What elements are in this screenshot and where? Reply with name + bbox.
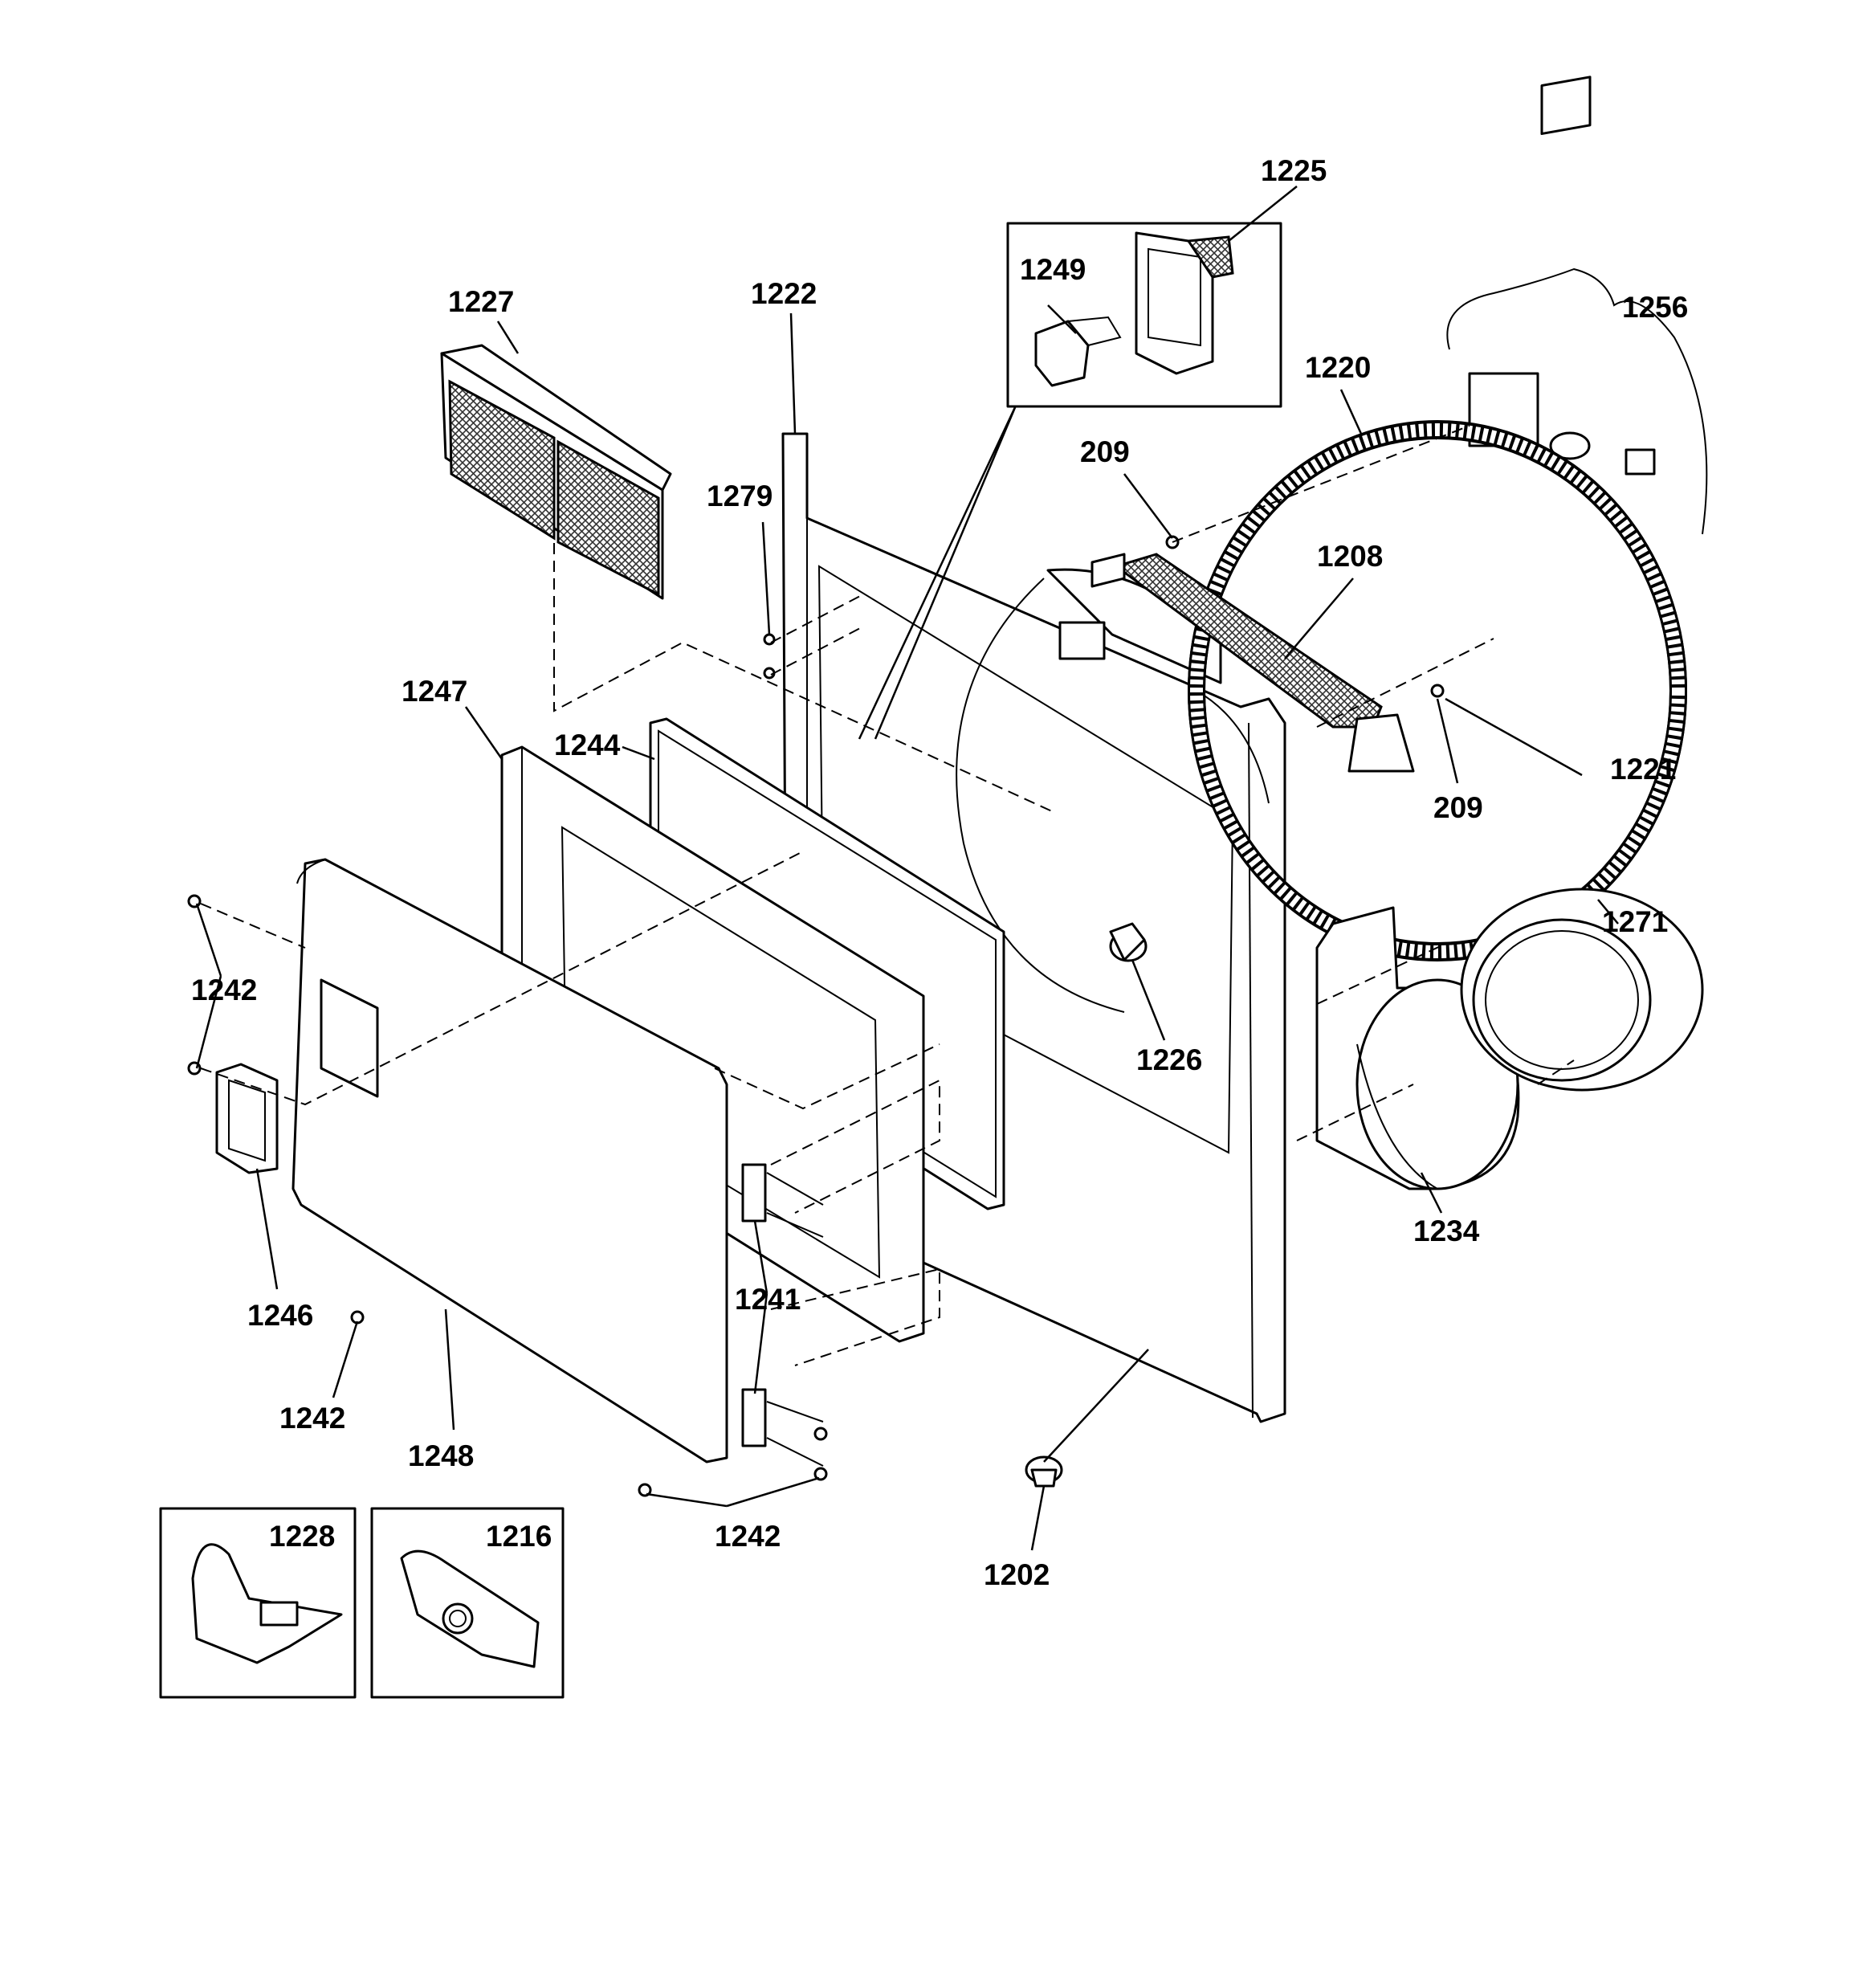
callout-1279: 1279 (707, 480, 773, 512)
door-handle (215, 1063, 279, 1174)
bumper (1109, 922, 1148, 962)
callout-1246: 1246 (247, 1299, 313, 1332)
callout-1256: 1256 (1622, 291, 1688, 324)
callout-1208: 1208 (1317, 540, 1383, 573)
leveling-foot (1025, 1455, 1063, 1488)
callout-209-upper: 209 (1080, 435, 1130, 468)
callout-1225: 1225 (1261, 154, 1327, 187)
detail-box-1228 (159, 1507, 357, 1699)
door-outer-panel (291, 858, 728, 1463)
drum-opening (956, 568, 1270, 1013)
leader-lines (195, 186, 1619, 1551)
callout-1248: 1248 (408, 1439, 474, 1472)
door-hinges (741, 1163, 824, 1467)
callout-1242-bottom-left: 1242 (279, 1402, 345, 1435)
callout-1227: 1227 (448, 285, 514, 318)
callout-1234: 1234 (1413, 1214, 1480, 1247)
callout-1271: 1271 (1602, 905, 1668, 938)
callout-1241: 1241 (735, 1283, 801, 1316)
callout-1242-left: 1242 (191, 974, 257, 1006)
drum-seal-ring (1188, 420, 1687, 961)
detail-box-1216 (370, 1507, 565, 1699)
callout-1228: 1228 (269, 1520, 335, 1553)
lint-filter-screen (440, 344, 672, 600)
callout-1242-bottom: 1242 (715, 1520, 781, 1553)
callout-1216: 1216 (486, 1520, 552, 1553)
callout-1221: 1221 (1610, 753, 1676, 786)
callout-1249: 1249 (1020, 253, 1086, 286)
duct-seal-ring (1460, 888, 1704, 1092)
callout-1226: 1226 (1136, 1043, 1202, 1076)
exploded-view-lines (200, 425, 1575, 1366)
callout-1244: 1244 (554, 729, 621, 761)
callout-1247: 1247 (402, 675, 467, 708)
callout-1222: 1222 (751, 277, 817, 310)
callout-1220: 1220 (1305, 351, 1371, 384)
callout-1202: 1202 (984, 1558, 1050, 1591)
callout-labels: 1225 1249 1227 1222 1256 1220 209 1279 1… (191, 154, 1688, 1591)
lint-filter-housing (1090, 553, 1415, 773)
callout-209-lower: 209 (1433, 791, 1483, 824)
door-latch-inset (1006, 222, 1282, 408)
